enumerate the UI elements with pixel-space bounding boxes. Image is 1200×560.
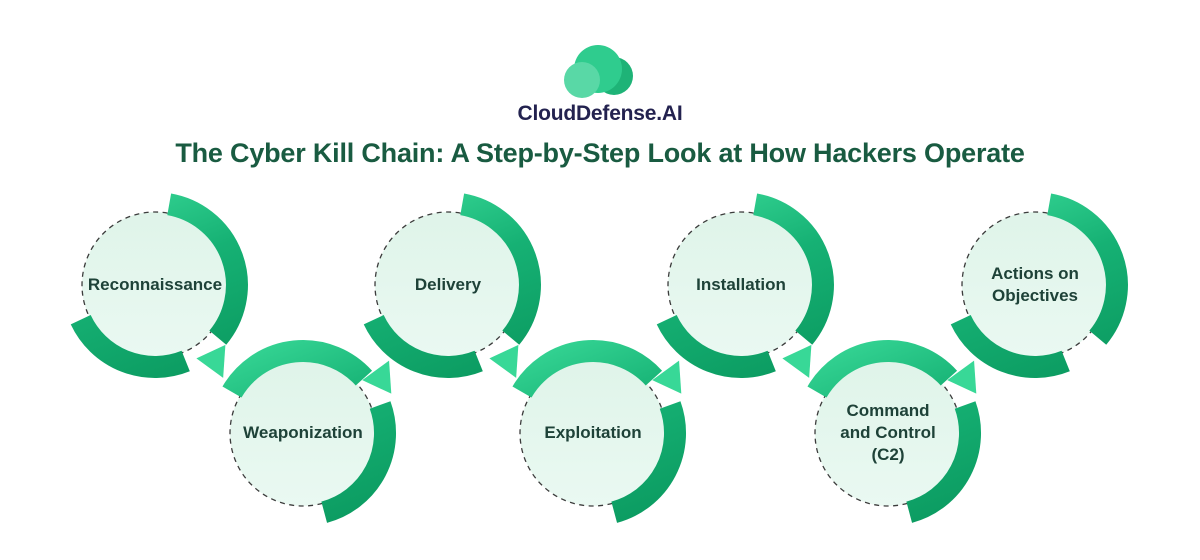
stage-command-and-control: Command and Control (C2)	[773, 318, 1003, 548]
stage-label: Actions on Objectives	[991, 264, 1079, 305]
stage-exploitation: Exploitation	[478, 318, 708, 548]
stage-label: Delivery	[414, 275, 482, 295]
stage-label: Reconnaissance	[87, 275, 223, 295]
stage-weaponization: Weaponization	[188, 318, 418, 548]
brand-logo: CloudDefense.AI	[0, 42, 1200, 126]
stage-label: Command and Control (C2)	[840, 401, 936, 464]
stage-label: Installation	[696, 275, 786, 295]
cloud-logo-icon	[564, 45, 633, 98]
stage-installation: Installation	[626, 170, 856, 400]
brand-name: CloudDefense.AI	[517, 102, 683, 125]
stage-delivery: Delivery	[333, 170, 563, 400]
stage-reconnaissance: Reconnaissance	[40, 170, 270, 400]
stage-label: Weaponization	[243, 423, 363, 443]
stage-label: Exploitation	[544, 423, 642, 443]
stage-actions-on-objectives: Actions on Objectives	[920, 170, 1150, 400]
page-title: The Cyber Kill Chain: A Step-by-Step Loo…	[175, 138, 1025, 168]
